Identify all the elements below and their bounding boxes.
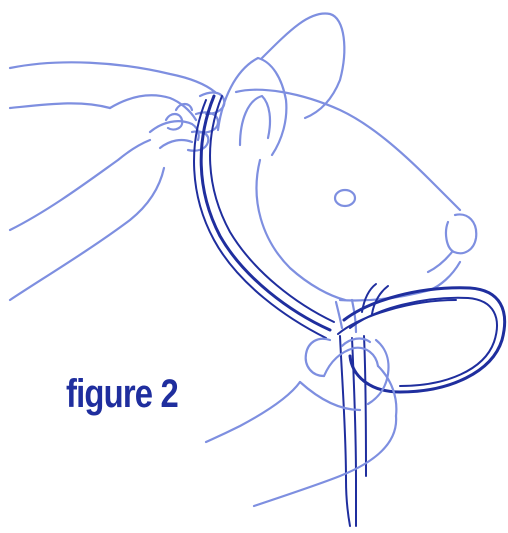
right-hand bbox=[206, 339, 396, 506]
figure-caption: figure 2 bbox=[66, 374, 178, 414]
collar bbox=[194, 96, 505, 526]
dog-head bbox=[218, 13, 476, 332]
left-hand bbox=[10, 62, 224, 300]
